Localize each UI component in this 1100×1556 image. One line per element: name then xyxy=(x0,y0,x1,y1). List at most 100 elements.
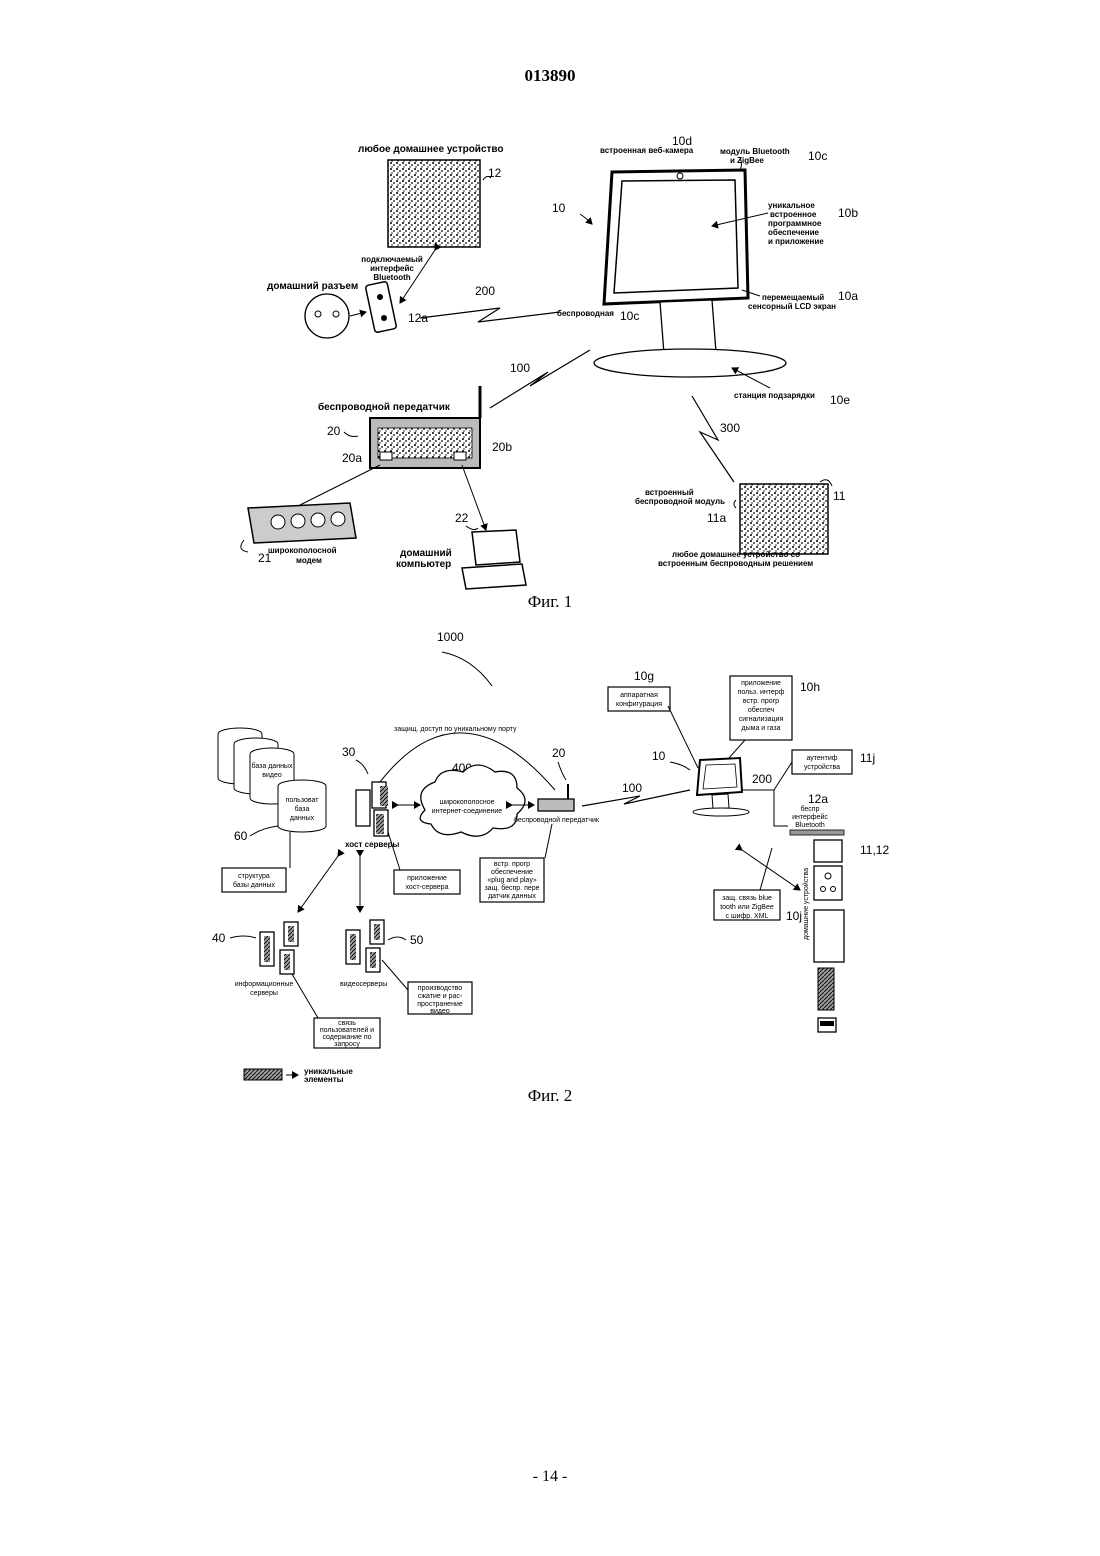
label-user-db-2: база xyxy=(295,805,310,813)
label-hw-config-2: конфигурация xyxy=(616,701,662,708)
label-bt-zigbee-2: и ZigBee xyxy=(730,156,764,165)
ref-20a: 20a xyxy=(342,451,362,465)
label-video-db-2: видео xyxy=(262,772,282,779)
ref-20b: 20b xyxy=(492,440,512,454)
label-any-home-device: любое домашнее устройство xyxy=(358,143,504,155)
label-plug-play-4: защ. беспр. пере xyxy=(484,884,539,892)
label-any-device-builtin-1: любое домашнее устройство со xyxy=(672,550,800,559)
label-plug-iface-3: Bluetooth xyxy=(373,273,410,282)
label-wireless: беспроводная xyxy=(557,309,614,318)
label-info-servers-2: серверы xyxy=(250,990,278,997)
ref-60: 60 xyxy=(234,829,248,843)
label-info-servers-1: информационные xyxy=(235,981,294,988)
ref-300: 300 xyxy=(720,421,740,435)
label-host-app-2: хост-сервера xyxy=(406,884,449,891)
info-servers-icon xyxy=(260,922,298,974)
label-video-prod-4: видео xyxy=(430,1008,450,1015)
ref-10j: 10j xyxy=(786,909,802,923)
ref-200: 200 xyxy=(475,284,495,298)
label-device-auth-1: аутентиф xyxy=(806,755,837,762)
label-device-auth-2: устройства xyxy=(804,763,840,771)
ref-20: 20 xyxy=(327,424,341,438)
home-devices-column xyxy=(814,840,844,1032)
ref-200-fig2: 200 xyxy=(752,772,772,786)
label-hw-config-1: аппаратная xyxy=(620,692,658,699)
ref-11j: 11j xyxy=(860,751,875,765)
label-user-db-3: данных xyxy=(290,815,315,822)
label-plug-play-5: датчик данных xyxy=(488,893,536,900)
home-device-panel xyxy=(388,160,480,247)
ref-10g: 10g xyxy=(634,669,654,683)
label-host-app-1: приложение xyxy=(407,875,447,882)
host-servers-icon xyxy=(356,782,388,836)
label-plug-play-2: обеспечение xyxy=(491,868,533,876)
label-video-db-1: база данных xyxy=(252,762,293,770)
ref-50: 50 xyxy=(410,933,424,947)
label-app-6: дыма и газа xyxy=(742,725,781,732)
label-user-content-1: связь xyxy=(338,1020,356,1027)
figure-2-diagram: 1000 10g аппаратная конфигурация приложе… xyxy=(0,620,1100,1090)
figure-1-diagram: любое домашнее устройство 12 подключаемы… xyxy=(0,0,1100,620)
label-unique-sw-1: уникальное xyxy=(768,201,815,210)
label-bt-zigbee-1: модуль Bluetooth xyxy=(720,147,790,156)
label-broadband-modem-2: модем xyxy=(296,556,322,565)
ref-40: 40 xyxy=(212,931,226,945)
ref-100: 100 xyxy=(510,361,530,375)
ref-10b: 10b xyxy=(838,206,858,220)
label-app-5: сигнализация xyxy=(739,716,784,723)
device-with-wireless xyxy=(740,484,828,554)
touch-tablet-screen xyxy=(614,180,738,293)
fig1-caption: Фиг. 1 xyxy=(0,592,1100,612)
ref-12a: 12a xyxy=(408,311,428,325)
ref-30: 30 xyxy=(342,745,356,759)
ref-20-fig2: 20 xyxy=(552,746,566,760)
ref-100-fig2: 100 xyxy=(622,781,642,795)
label-touch-lcd-1: перемещаемый xyxy=(762,293,824,302)
label-charging-station: станция подзарядки xyxy=(734,391,815,400)
label-any-device-builtin-2: встроенным беспроводным решением xyxy=(658,559,813,568)
label-user-content-3: содержание по xyxy=(322,1034,371,1041)
ref-10-fig2: 10 xyxy=(652,749,666,763)
ref-10: 10 xyxy=(552,201,566,215)
label-video-prod-2: сжатие и рас- xyxy=(418,993,463,1000)
ref-10a: 10a xyxy=(838,289,858,303)
label-unique-sw-2: встроенное xyxy=(770,210,817,219)
label-secure-link-1: защ. связь blue xyxy=(722,895,772,902)
tablet-stand xyxy=(660,300,716,354)
ref-10c-top: 10c xyxy=(808,149,827,163)
label-broadband-conn-2: интернет-соединение xyxy=(432,808,502,815)
page-number: - 14 - xyxy=(0,1468,1100,1486)
label-unique-sw-3: программное xyxy=(768,219,822,228)
ref-21: 21 xyxy=(258,551,272,565)
label-broadband-modem-1: широкополосной xyxy=(268,546,337,555)
label-secure-link-3: с шифр. XML xyxy=(726,913,769,920)
ref-10c: 10c xyxy=(620,309,639,323)
label-home-devices: домашние устройства xyxy=(802,868,810,940)
label-bt-iface-1: беспр xyxy=(800,805,819,813)
ref-22: 22 xyxy=(455,511,469,525)
label-broadband-conn-1: широкополосное xyxy=(439,799,494,806)
label-plug-play-3: «plug and play» xyxy=(487,877,537,884)
label-video-servers: видеосерверы xyxy=(340,981,387,988)
label-touch-lcd-2: сенсорный LCD экран xyxy=(748,302,836,311)
ref-10h: 10h xyxy=(800,680,820,694)
label-plug-iface-1: подключаемый xyxy=(361,255,423,264)
label-app-2: польз. интерф xyxy=(738,689,785,696)
ref-1000: 1000 xyxy=(437,630,464,644)
label-unique-sw-4: обеспечение xyxy=(768,228,820,237)
label-builtin-module-1: встроенный xyxy=(645,488,694,497)
legend-unique-swatch xyxy=(244,1069,282,1080)
ref-11a: 11a xyxy=(707,511,726,525)
ref-12: 12 xyxy=(488,166,502,180)
label-db-structure-2: базы данных xyxy=(233,881,276,889)
label-plug-iface-2: интерфейс xyxy=(370,264,414,273)
wireless-transmitter-small xyxy=(538,799,574,811)
label-video-prod-3: пространение xyxy=(417,1001,463,1008)
label-video-prod-1: производство xyxy=(418,985,463,992)
home-computer-monitor xyxy=(472,530,520,565)
label-unique-sw-5: и приложение xyxy=(768,237,824,246)
label-app-4: обеспеч xyxy=(748,706,775,714)
label-bt-iface-3: Bluetooth xyxy=(795,822,825,829)
charging-station-base xyxy=(594,349,786,377)
label-db-structure-1: структура xyxy=(238,873,270,880)
